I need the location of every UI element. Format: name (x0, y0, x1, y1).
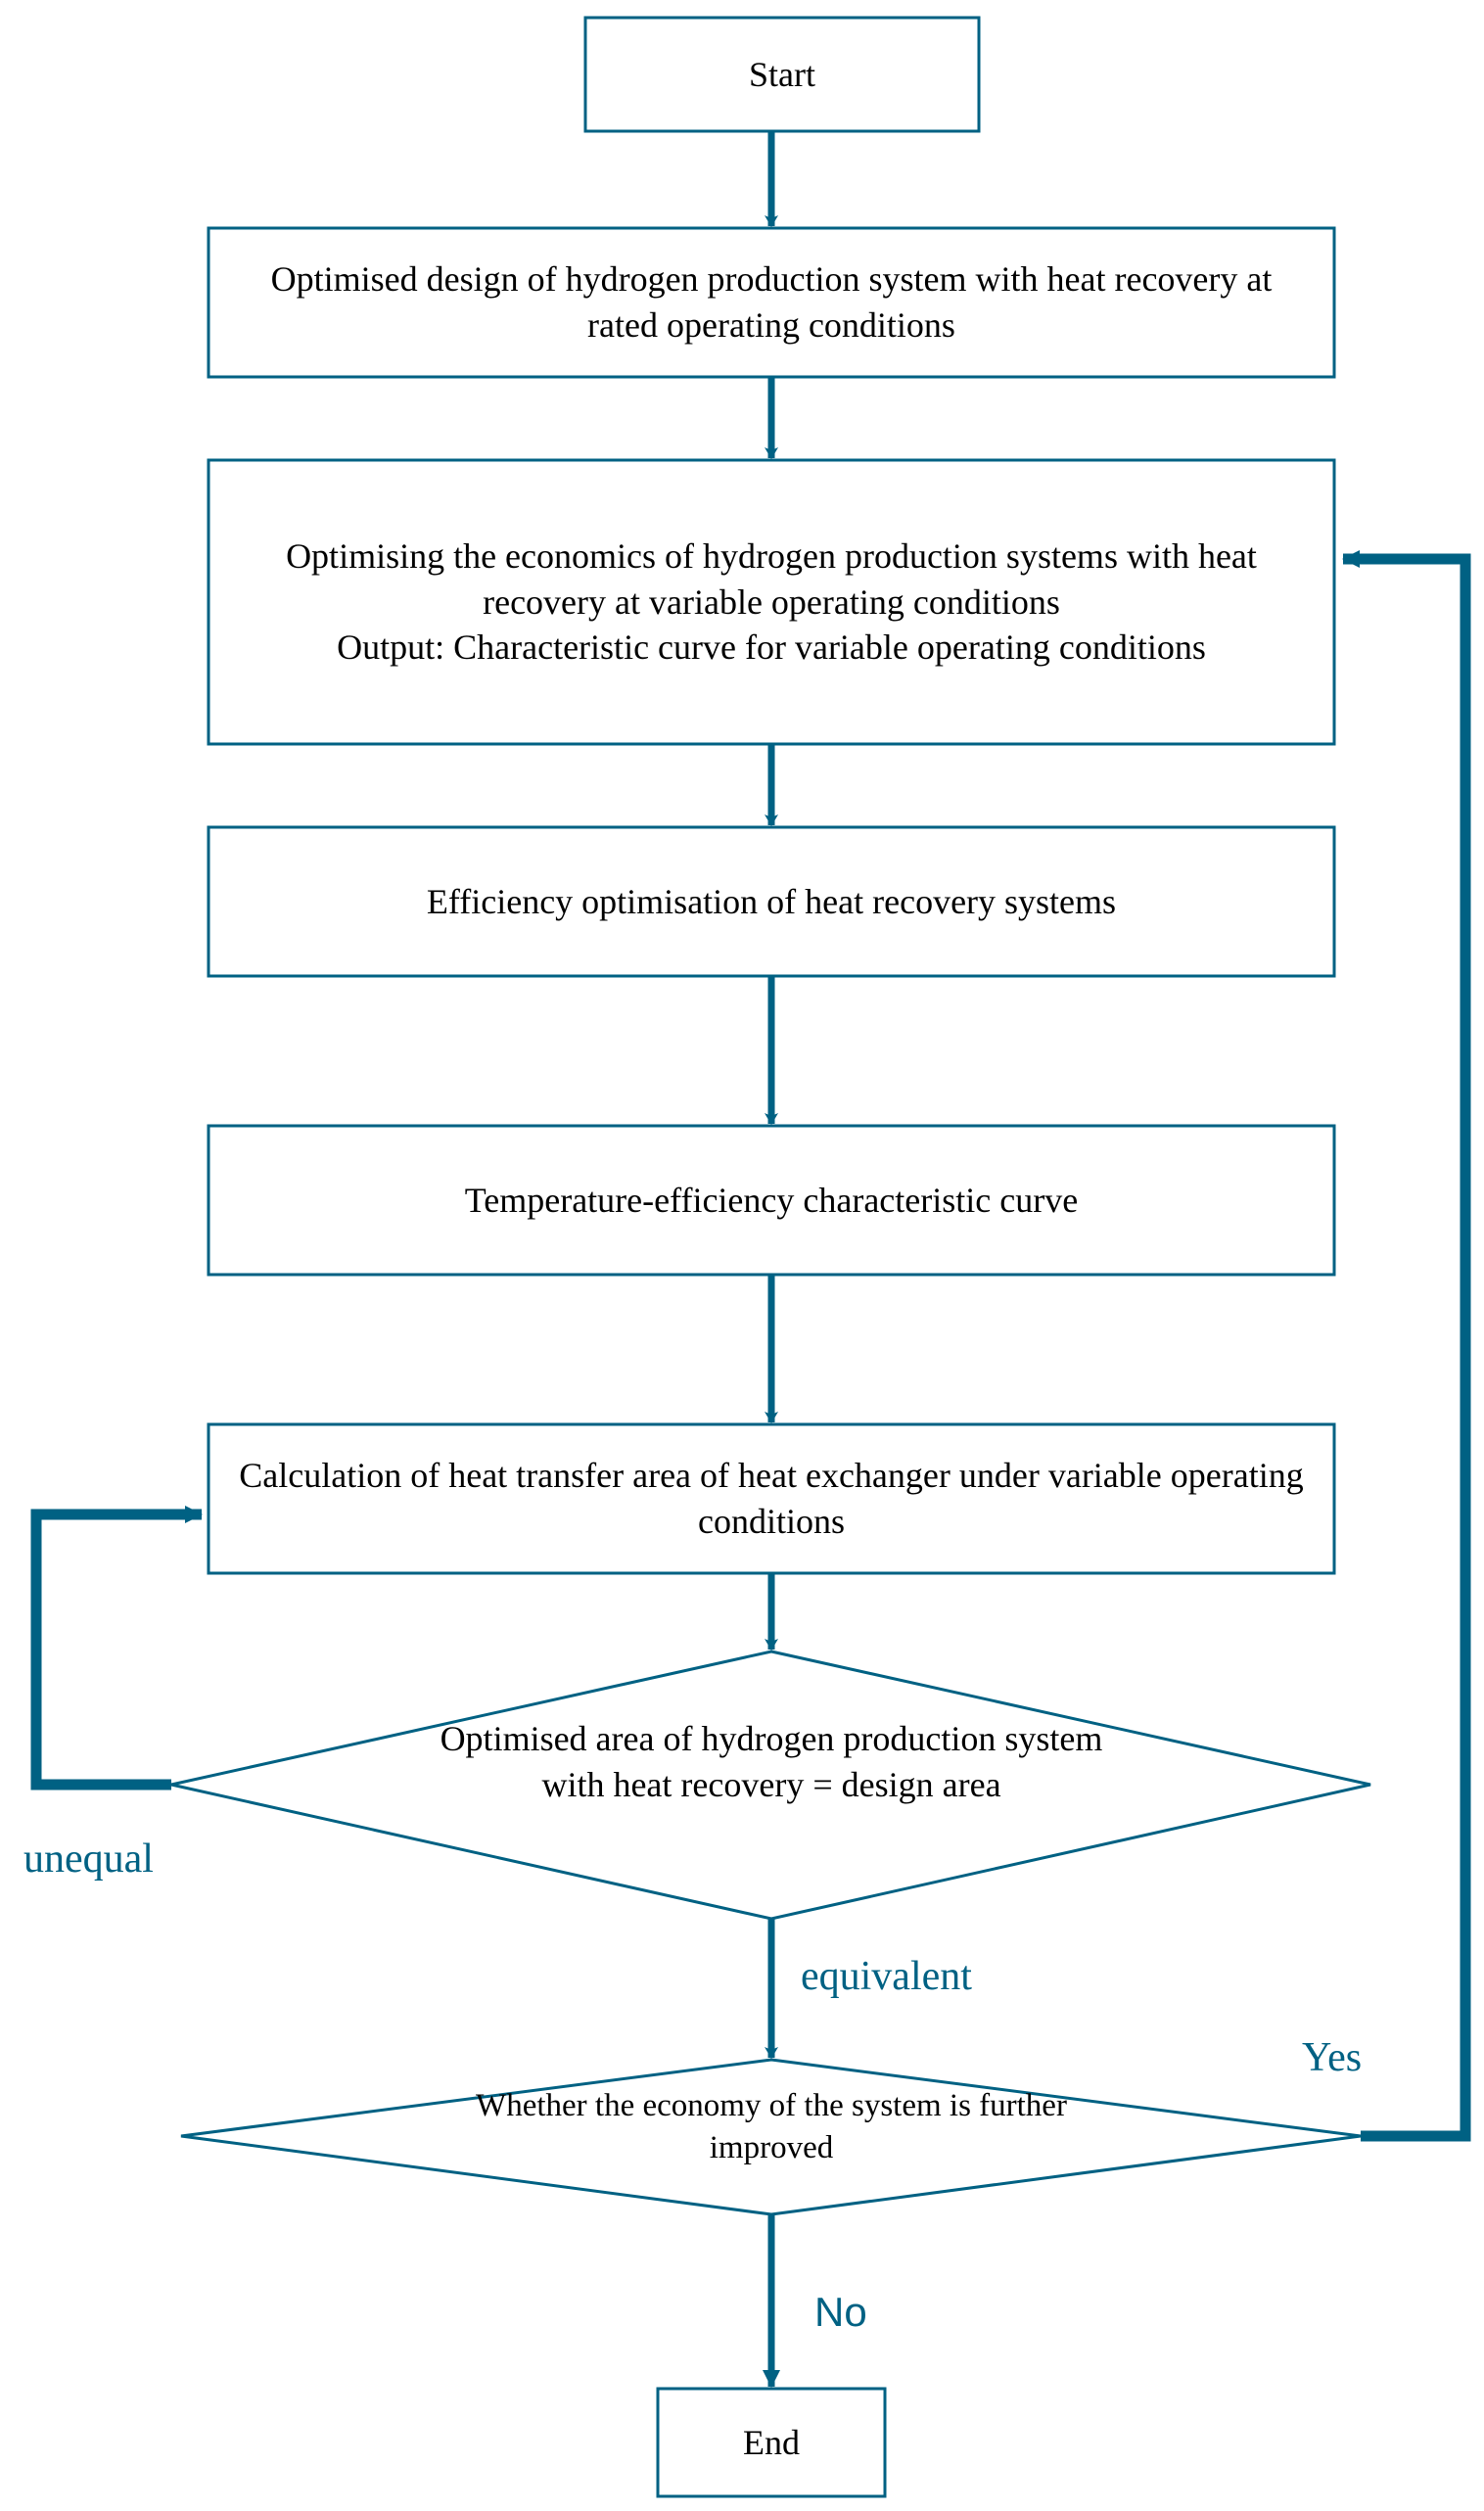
edge-label-no: No (814, 2289, 867, 2335)
node-start (583, 16, 981, 133)
node-area-check (170, 1650, 1371, 1921)
node-efficiency (207, 825, 1336, 978)
node-economics (207, 458, 1336, 746)
node-end (656, 2387, 887, 2498)
node-design (207, 226, 1336, 379)
edge-yes-loop (1342, 550, 1471, 2142)
node-economy-check (180, 2058, 1362, 2216)
node-area-calc (207, 1422, 1336, 1575)
edge-label-yes: Yes (1302, 2035, 1363, 2080)
edge-label-equivalent: equivalent (801, 1954, 972, 1999)
edge-unequal-loop (30, 1506, 203, 1790)
node-curve (207, 1124, 1336, 1277)
edge-label-unequal: unequal (23, 1837, 154, 1882)
